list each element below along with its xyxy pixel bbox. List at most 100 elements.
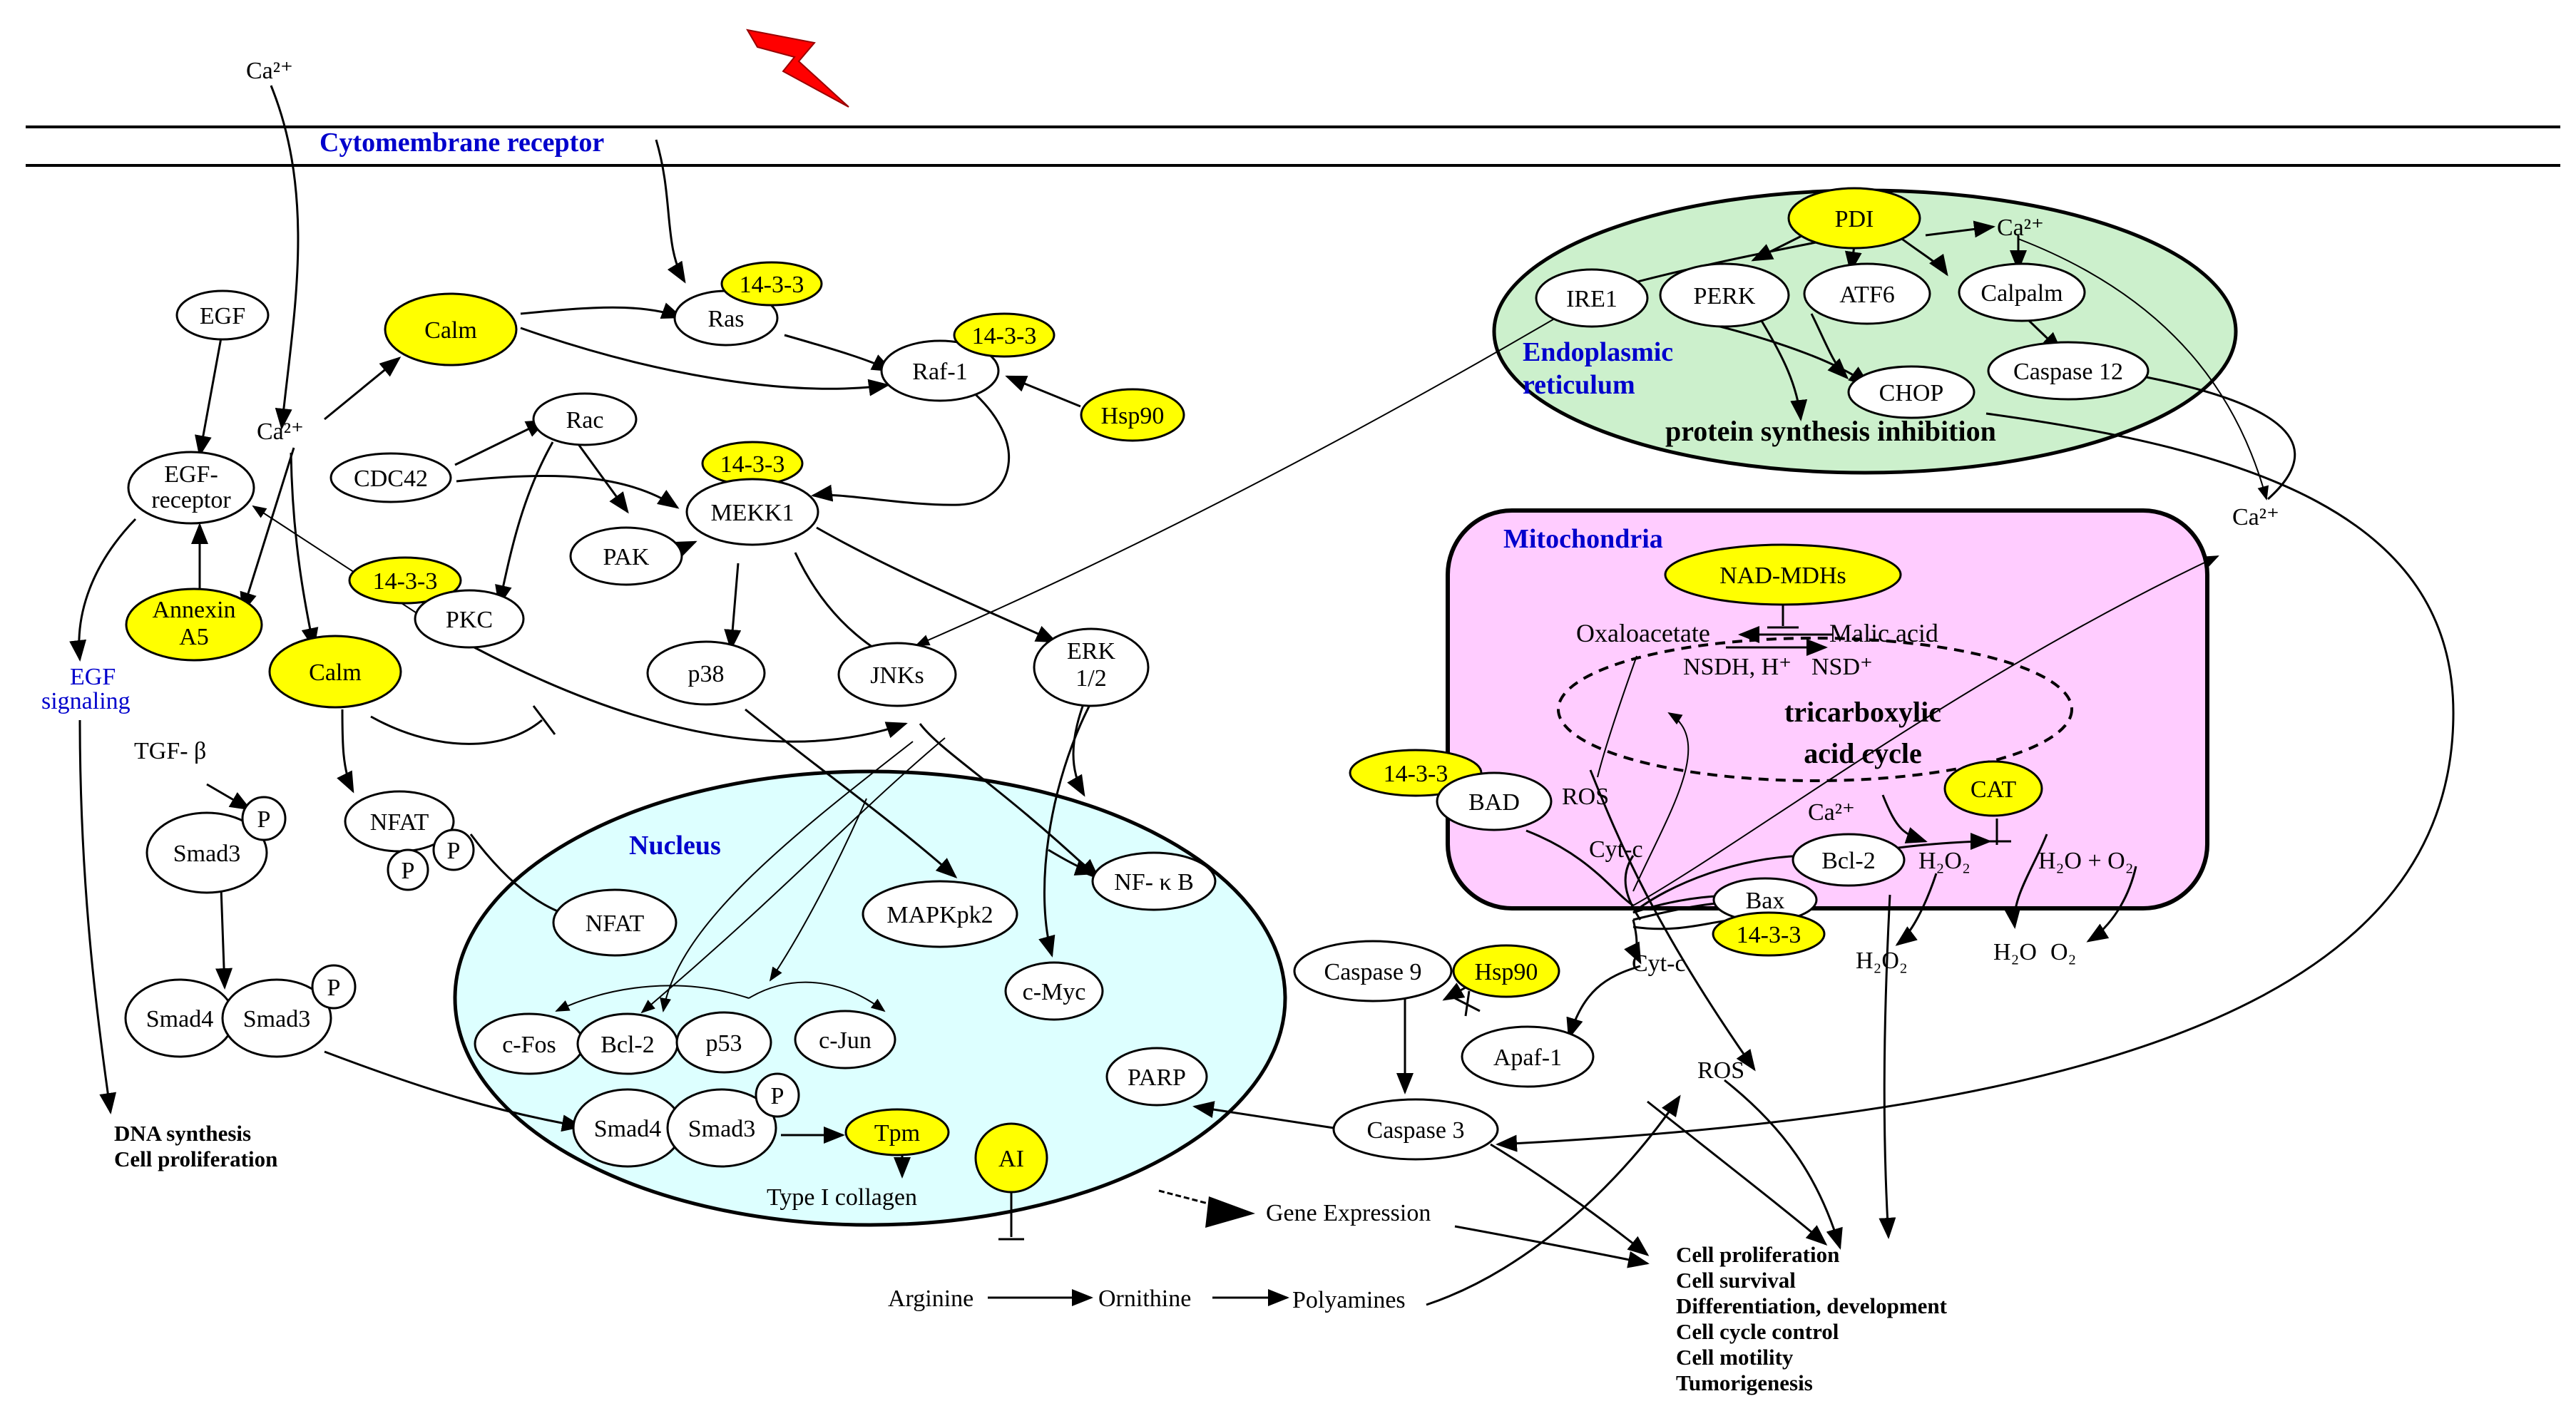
svg-text:14-3-3: 14-3-3 [720, 451, 785, 478]
perk-node: PERK [1659, 262, 1790, 328]
svg-text:P: P [771, 1083, 784, 1109]
phospho-nfat-1: P [387, 848, 429, 891]
o2-out-label: O₂ [2050, 939, 2076, 965]
phospho-smad3-cyto2: P [311, 964, 357, 1010]
svg-text:ERK: ERK [1067, 638, 1115, 665]
svg-text:Bcl-2: Bcl-2 [1821, 848, 1876, 874]
cjun-node: c-Jun [794, 1010, 896, 1069]
erk12-node: ERK 1/2 [1033, 627, 1150, 707]
nfat-nuclear-node: NFAT [552, 888, 678, 957]
egf-receptor-node: EGF- receptor [127, 451, 255, 525]
cmyc-node: c-Myc [1004, 961, 1104, 1021]
svg-text:c-Fos: c-Fos [502, 1032, 556, 1058]
svg-text:Tpm: Tpm [874, 1120, 920, 1146]
calpalm-node: Calpalm [1958, 262, 2086, 322]
outcome-cell-survival: Cell survival [1676, 1268, 1796, 1293]
type1-collagen-label: Type I collagen [767, 1184, 917, 1211]
pak-node: PAK [569, 526, 683, 586]
svg-text:receptor: receptor [151, 487, 231, 513]
svg-text:MEKK1: MEKK1 [710, 500, 794, 526]
raf1-node: Raf-1 [880, 339, 1000, 402]
svg-text:EGF-: EGF- [164, 461, 218, 488]
ornithine-label: Ornithine [1098, 1286, 1191, 1312]
nucleus-compartment [453, 769, 1287, 1227]
er-label-line1: Endoplasmic [1523, 337, 1673, 367]
svg-text:14-3-3: 14-3-3 [972, 323, 1037, 349]
egf-node: EGF [175, 289, 270, 341]
outcome-differentiation: Differentiation, development [1676, 1293, 1948, 1318]
tca-cycle-ring [1557, 637, 2073, 782]
svg-text:Caspase 12: Caspase 12 [2013, 359, 2123, 385]
svg-text:Ras: Ras [708, 306, 745, 332]
svg-text:A5: A5 [179, 624, 209, 650]
svg-text:Smad4: Smad4 [146, 1006, 213, 1032]
p38-node: p38 [646, 640, 766, 706]
p1433-bax-node: 14-3-3 [1712, 911, 1826, 957]
bcl2-mito-node: Bcl-2 [1792, 833, 1906, 887]
mapkpk2-node: MAPKpk2 [862, 880, 1018, 948]
egf-signaling-label-line2: signaling [41, 688, 131, 714]
svg-text:CDC42: CDC42 [354, 466, 428, 492]
bad-node: BAD [1436, 771, 1553, 831]
edges [69, 85, 2455, 1306]
jnks-node: JNKs [837, 642, 957, 707]
p1433-raf-node: 14-3-3 [953, 312, 1056, 358]
svg-text:P: P [327, 975, 341, 1001]
cdc42-node: CDC42 [329, 452, 452, 503]
cfos-node: c-Fos [474, 1012, 585, 1075]
svg-text:14-3-3: 14-3-3 [373, 568, 438, 595]
svg-text:PKC: PKC [446, 607, 493, 633]
svg-text:Bax: Bax [1746, 888, 1785, 914]
pdi-node: PDI [1787, 187, 1921, 250]
bcl2-nuclear-node: Bcl-2 [576, 1012, 679, 1075]
gene-expression-label: Gene Expression [1266, 1200, 1431, 1226]
annexin-a5-node: Annexin A5 [125, 588, 263, 662]
p1433-pkc-node: 14-3-3 [348, 556, 462, 605]
ca-left-label: Ca²⁺ [257, 419, 304, 445]
svg-text:Annexin: Annexin [152, 597, 235, 623]
p1433-ras-node: 14-3-3 [720, 261, 823, 307]
svg-text:BAD: BAD [1468, 789, 1520, 816]
ire1-node: IRE1 [1535, 268, 1649, 328]
svg-text:Hsp90: Hsp90 [1101, 403, 1165, 429]
svg-text:Smad3: Smad3 [688, 1116, 755, 1142]
egf-signaling-label-line1: EGF [70, 664, 116, 690]
tca-label-line1: tricarboxylic [1784, 696, 1941, 728]
caspase12-node: Caspase 12 [1987, 341, 2150, 401]
caspase9-node: Caspase 9 [1293, 940, 1453, 1002]
nucleus-label: Nucleus [629, 831, 721, 861]
phospho-smad3-cyto: P [241, 796, 287, 841]
svg-text:Smad3: Smad3 [243, 1006, 310, 1032]
svg-text:14-3-3: 14-3-3 [1737, 922, 1801, 948]
arginine-label: Arginine [888, 1286, 973, 1312]
mitochondria-label: Mitochondria [1503, 524, 1663, 554]
protein-synthesis-inhibition-label: protein synthesis inhibition [1665, 415, 1996, 447]
malic-acid-label: Malic acid [1829, 619, 1938, 647]
cytomembrane-receptor-label: Cytomembrane receptor [320, 128, 604, 158]
rac-node: Rac [532, 392, 638, 446]
smad3-cyto2-node: Smad3 [221, 978, 332, 1058]
svg-text:AI: AI [998, 1146, 1024, 1172]
tca-label-line2: acid cycle [1804, 737, 1922, 769]
tgfb-label: TGF- β [134, 738, 206, 764]
p53-node: p53 [675, 1011, 772, 1074]
svg-text:Calpalm: Calpalm [1980, 280, 2063, 307]
ca-er-label: Ca²⁺ [1997, 215, 2044, 241]
svg-text:c-Jun: c-Jun [819, 1027, 872, 1054]
hsp90-bottom-node: Hsp90 [1452, 944, 1560, 998]
cell-proliferation-left-label: Cell proliferation [114, 1146, 277, 1171]
atf6-node: ATF6 [1803, 262, 1931, 325]
ai-node: AI [974, 1122, 1048, 1194]
tpm-node: Tpm [844, 1108, 950, 1156]
smad3-cyto-node: Smad3 [145, 811, 268, 894]
ca-mito-label: Ca²⁺ [1808, 799, 1855, 826]
oxaloacetate-label: Oxaloacetate [1576, 619, 1710, 647]
svg-text:MAPKpk2: MAPKpk2 [886, 902, 993, 928]
svg-text:IRE1: IRE1 [1566, 286, 1617, 312]
phospho-nfat-2: P [432, 828, 475, 871]
h2o-o2-mito-label: H₂O + O₂ [2038, 848, 2134, 874]
svg-text:PERK: PERK [1694, 283, 1756, 309]
svg-text:PAK: PAK [603, 544, 650, 570]
nfkb-node: NF- κ B [1091, 851, 1217, 911]
